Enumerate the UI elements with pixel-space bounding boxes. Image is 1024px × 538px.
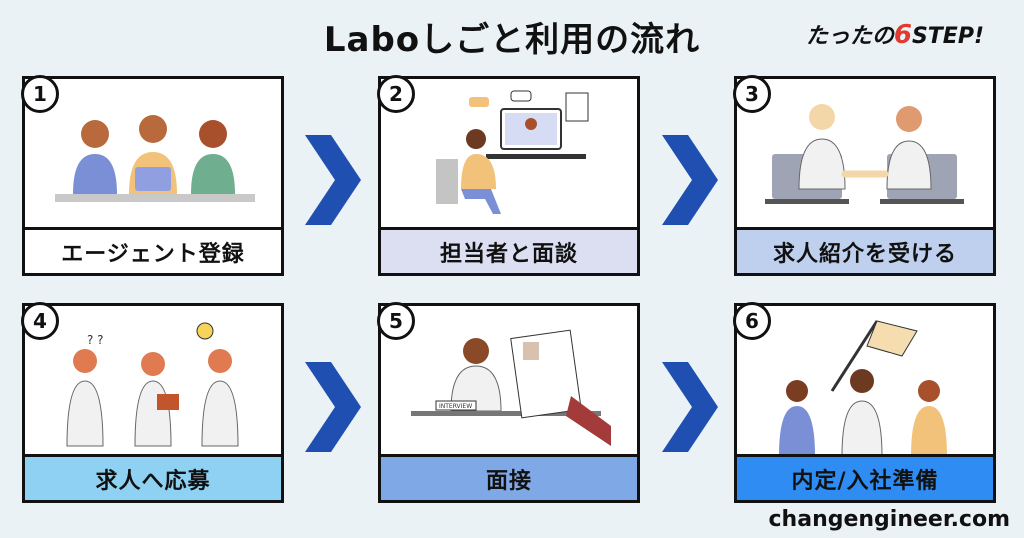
arrow-right-icon [305,135,361,225]
tagline-number: 6 [893,20,912,50]
step-number-badge-3: 3 [733,75,771,113]
step-number-badge-1: 1 [21,75,59,113]
step-card-6: 内定/入社準備 6 [733,302,996,503]
step-number-badge-4: 4 [21,302,59,340]
tagline-prefix: たったの [805,24,894,49]
job-application-illustration: ? ? [66,322,239,447]
celebration-flag-illustration [779,320,947,456]
interview-illustration: INTERVIEW [411,329,611,446]
step-card-2: 担当者と面談 2 [377,75,640,276]
online-interview-illustration [436,90,589,214]
step-number-badge-5: 5 [377,302,415,340]
step-number-badge-6: 6 [733,302,771,340]
step-card-4: ? ? 求人へ応募 4 [21,302,284,503]
step-label-6: 内定/入社準備 [737,454,993,500]
svg-text:? ?: ? ? [87,333,104,347]
step-label-5: 面接 [381,454,637,500]
svg-text:INTERVIEW: INTERVIEW [439,403,472,410]
step-label-4: 求人へ応募 [25,454,281,500]
step-label-1: エージェント登録 [25,227,281,273]
step-label-3: 求人紹介を受ける [737,227,993,273]
step-card-3: 求人紹介を受ける 3 [733,75,996,276]
step-card-5: INTERVIEW 面接 5 [377,302,640,503]
step-label-2: 担当者と面談 [381,227,637,273]
site-url: changengineer.com [768,507,1010,532]
tagline-suffix: STEP! [911,24,984,49]
arrow-right-icon [305,362,361,452]
arrow-right-icon [662,362,718,452]
team-registration-illustration [55,115,255,202]
page-title: Laboしごと利用の流れ [323,20,701,60]
step-number-badge-2: 2 [377,75,415,113]
step-card-1: エージェント登録 1 [21,75,284,276]
handshake-illustration [765,104,964,204]
tagline: たったの6STEP! [806,18,984,50]
arrow-right-icon [662,135,718,225]
